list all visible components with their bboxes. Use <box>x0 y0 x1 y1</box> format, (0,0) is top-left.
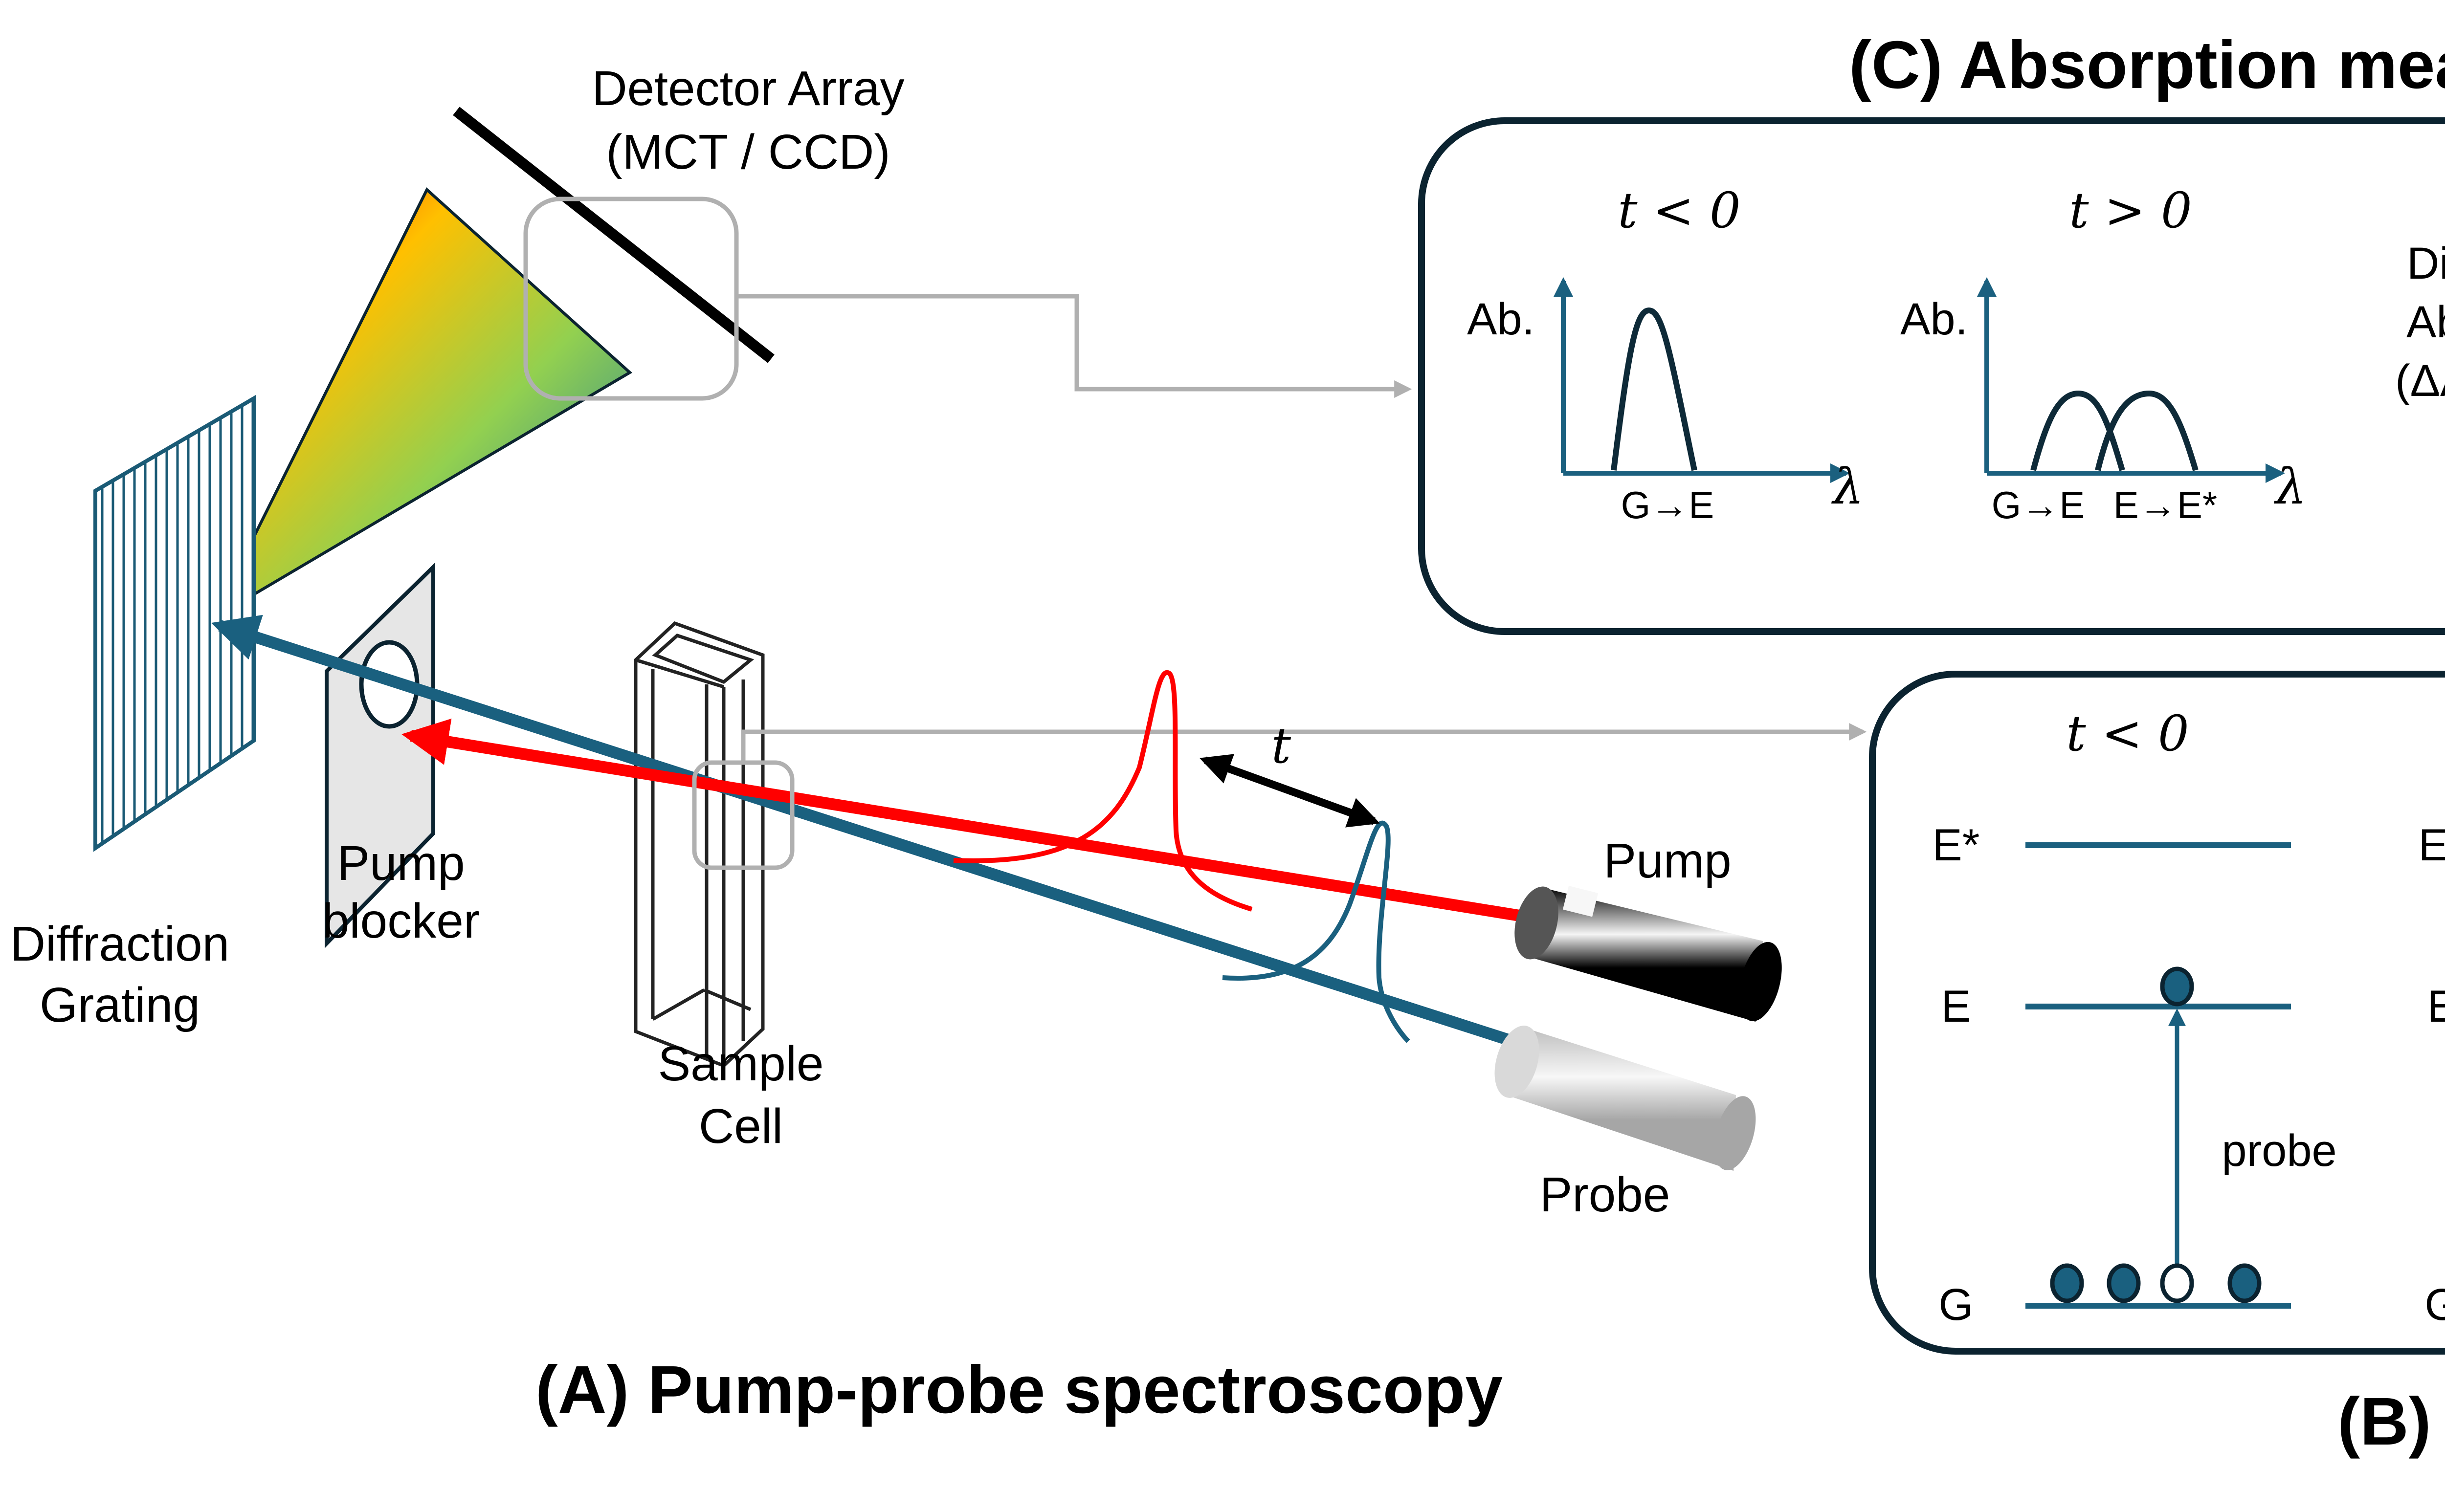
energy-column-before: t < 0 E* E G probe <box>1932 705 2336 1330</box>
sample-cell <box>634 621 765 1068</box>
plot2-header: t > 0 <box>2069 182 2192 239</box>
plot2-band1-label: G→E <box>1992 483 2085 526</box>
plot2-band2-label: E→E* <box>2113 483 2217 526</box>
diffracted-spectrum <box>209 187 633 622</box>
plot1-ground-band <box>1611 307 1697 471</box>
sample-label-line2: Cell <box>699 1099 783 1154</box>
col1-e-electron <box>2160 966 2194 1007</box>
pump-beam <box>401 718 1541 925</box>
plot1-header: t < 0 <box>1618 182 1740 239</box>
difference-absorption-plot: Diff Ab. (ΔA) λ Absorption of excited st… <box>2395 239 2445 406</box>
energy-column-pump: t = 0 E* E G pump <box>2418 820 2445 1330</box>
grating-label-line1: Diffraction <box>10 917 229 971</box>
detector-array <box>453 107 775 363</box>
detector-label-line1: Detector Array <box>592 61 904 116</box>
panel-b-frame <box>1869 671 2445 1355</box>
col2-level-estar: E* <box>2418 820 2445 870</box>
col1-g-electron <box>2227 1263 2262 1303</box>
pump-pulse <box>953 670 1253 912</box>
col1-level-g: G <box>1938 1280 1974 1330</box>
panel-a-setup: Detector Array (MCT / CCD) Diffraction G… <box>10 61 1867 1427</box>
probe-laser <box>1494 1026 1756 1171</box>
col1-g-electron <box>2050 1263 2084 1303</box>
blocker-label-line2: blocker <box>322 894 480 948</box>
plot2-ylabel: Ab. <box>1900 294 1968 344</box>
col2-level-e: E <box>2427 982 2445 1031</box>
delay-label: t <box>1271 717 1291 774</box>
col1-level-estar: E* <box>1932 820 1979 870</box>
col2-level-g: G <box>2424 1280 2445 1330</box>
absorption-plot-before: t < 0 Ab. G→E λ <box>1467 182 1864 526</box>
col1-header: t < 0 <box>2066 705 2189 762</box>
panel-b-caption: (B) Energy state change <box>2337 1384 2445 1459</box>
plot1-ylabel: Ab. <box>1467 294 1534 344</box>
panel-b-energy-states: t < 0 E* E G probe t = 0 E* E G <box>1869 671 2445 1459</box>
detector-zoom-box <box>523 197 739 401</box>
plot3-ylabel-line3: (ΔA) <box>2395 356 2445 406</box>
diffraction-grating <box>93 395 256 852</box>
grating-label-line2: Grating <box>40 978 200 1032</box>
detector-label-line2: (MCT / CCD) <box>606 125 890 179</box>
col1-transition-label: probe <box>2222 1126 2336 1176</box>
plot2-excited-band <box>2095 390 2199 471</box>
pump-laser-label: Pump <box>1603 833 1731 888</box>
delay-arrow <box>1199 754 1380 828</box>
panel-c-frame <box>1418 117 2445 635</box>
panel-c-caption: (C) Absorption measurement change <box>1849 27 2445 103</box>
pump-laser <box>1514 885 1782 1022</box>
plot2-xlabel: λ <box>2273 458 2306 515</box>
col1-g-hole <box>2160 1263 2194 1303</box>
blocker-label-line1: Pump <box>337 836 465 891</box>
absorption-plot-after: t > 0 Ab. G→E E→E* λ <box>1900 182 2307 526</box>
probe-beam <box>211 614 1530 1052</box>
sample-label-line1: Sample <box>658 1036 823 1091</box>
plot1-xlabel: λ <box>1831 458 1864 515</box>
col1-g-electron <box>2107 1263 2141 1303</box>
probe-laser-label: Probe <box>1540 1167 1670 1222</box>
panel-a-caption: (A) Pump-probe spectroscopy <box>535 1352 1503 1427</box>
col1-level-e: E <box>1941 982 1971 1031</box>
detector-to-panel-c-connector <box>736 294 1412 398</box>
plot3-ylabel-line1: Diff <box>2407 239 2445 288</box>
probe-pulse <box>1222 820 1410 1043</box>
plot3-ylabel-line2: Ab. <box>2406 297 2445 347</box>
plot1-band-label: G→E <box>1621 483 1714 526</box>
panel-c-absorption: (C) Absorption measurement change t < 0 … <box>1418 27 2445 635</box>
sample-to-panel-b-connector <box>741 723 1867 763</box>
